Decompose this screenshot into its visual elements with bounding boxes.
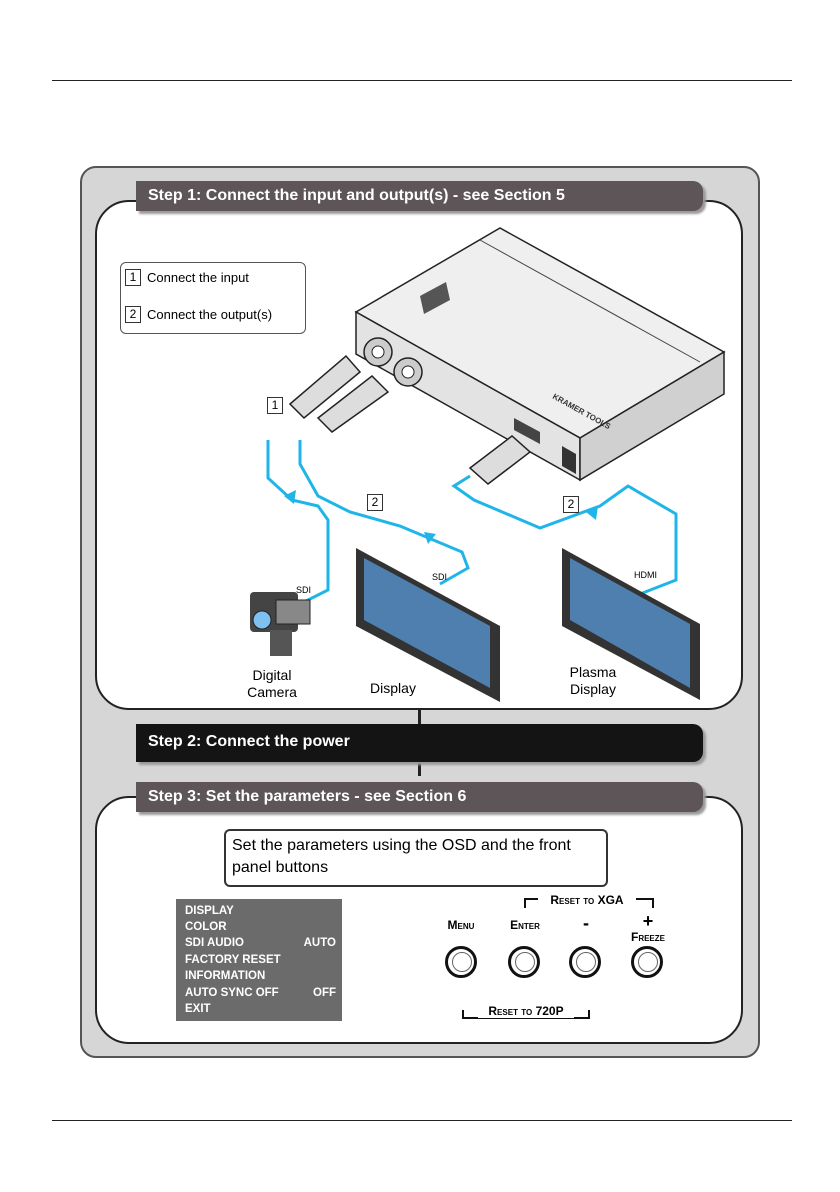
legend-text: Connect the input xyxy=(147,270,249,285)
plus-symbol: + xyxy=(642,911,654,931)
step3-title: Step 3: Set the parameters - see Section… xyxy=(136,782,703,812)
cable-label-camera: SDI xyxy=(296,585,312,595)
minus-symbol: - xyxy=(583,913,589,933)
cable-label-plasma: HDMI xyxy=(634,570,657,580)
connection-legend: 1 Connect the input 2 Connect the output… xyxy=(120,262,306,334)
enter-button[interactable] xyxy=(508,946,540,978)
osd-menu-item: EXIT xyxy=(185,1003,211,1015)
footer-rule xyxy=(52,1120,792,1121)
cable-tag-hdmi-output: 2 xyxy=(563,496,579,513)
cable-tag-sdi-output: 2 xyxy=(367,494,383,511)
freeze-button-label: Freeze xyxy=(630,930,665,944)
reset-xga-label: Reset to XGA xyxy=(538,893,636,907)
reset-720p-bracket xyxy=(462,1010,590,1019)
legend-item-output: 2 Connect the output(s) xyxy=(125,306,272,323)
step-connector xyxy=(418,710,421,724)
menu-button[interactable] xyxy=(445,946,477,978)
osd-menu-item: COLOR xyxy=(185,921,227,933)
step-connector xyxy=(418,762,421,776)
header-rule xyxy=(52,80,792,81)
legend-text: Connect the output(s) xyxy=(147,307,273,322)
cable-label-display: SDI xyxy=(432,572,448,582)
device-label-display: Display xyxy=(370,680,416,696)
menu-button-label: Menu xyxy=(447,918,475,932)
step2-title: Step 2: Connect the power xyxy=(136,724,703,762)
legend-num: 1 xyxy=(125,269,141,286)
freeze-button[interactable] xyxy=(631,946,663,978)
minus-button[interactable] xyxy=(569,946,601,978)
reset-720p-label: Reset to 720P xyxy=(478,1004,574,1018)
device-label-plasma: Plasma Display xyxy=(569,664,617,697)
osd-menu-item: INFORMATION xyxy=(185,970,266,982)
osd-menu-item: FACTORY RESET xyxy=(185,954,281,966)
osd-menu-item: DISPLAY xyxy=(185,905,234,917)
cable-tag-input: 1 xyxy=(267,397,283,414)
parameters-note: Set the parameters using the OSD and the… xyxy=(224,829,608,887)
enter-button-label: Enter xyxy=(510,918,540,932)
legend-item-input: 1 Connect the input xyxy=(125,269,249,286)
device-label-camera: Digital Camera xyxy=(247,667,297,700)
legend-num: 2 xyxy=(125,306,141,323)
step1-title: Step 1: Connect the input and output(s) … xyxy=(136,181,703,211)
